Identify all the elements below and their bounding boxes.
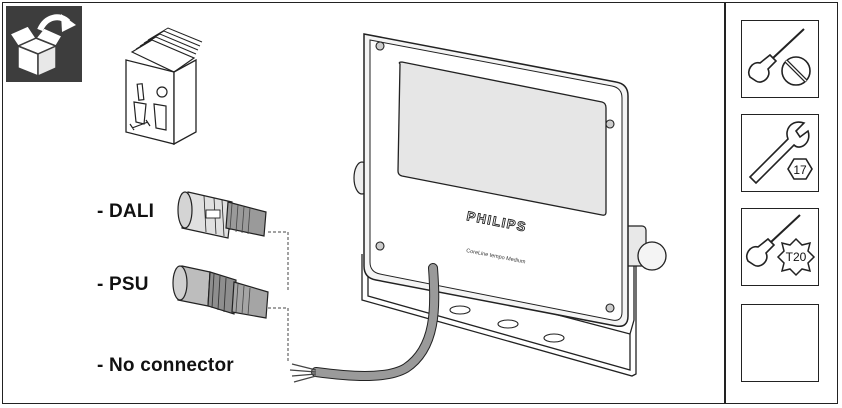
- cable-image: [289, 263, 440, 383]
- connector-label-no-connector: - No connector: [97, 355, 234, 376]
- dali-connector-image: [177, 191, 267, 239]
- tool-box-torx: T20: [741, 208, 819, 286]
- tool-box-empty: [741, 304, 819, 382]
- connector-guide-lines: [268, 231, 289, 362]
- wrench-icon: 17: [748, 121, 813, 185]
- wrench-size-label: 17: [793, 163, 807, 177]
- tools-divider: [724, 2, 726, 404]
- unboxing-icon: [6, 6, 82, 82]
- psu-connector-image: [172, 265, 269, 319]
- tool-box-screwdriver: [741, 20, 819, 98]
- torx-size-label: T20: [786, 250, 807, 264]
- manual-booklet-icon: [125, 27, 203, 146]
- connector-label-psu: - PSU: [97, 274, 149, 295]
- diagram-frame: [2, 2, 838, 404]
- tool-box-wrench: 17: [741, 114, 819, 192]
- connector-label-dali: - DALI: [97, 201, 155, 222]
- torx-screwdriver-icon: T20: [745, 214, 816, 277]
- flathead-screwdriver-icon: [747, 28, 811, 86]
- luminaire-image: PHILIPS CoreLine tempo Medium: [353, 33, 667, 377]
